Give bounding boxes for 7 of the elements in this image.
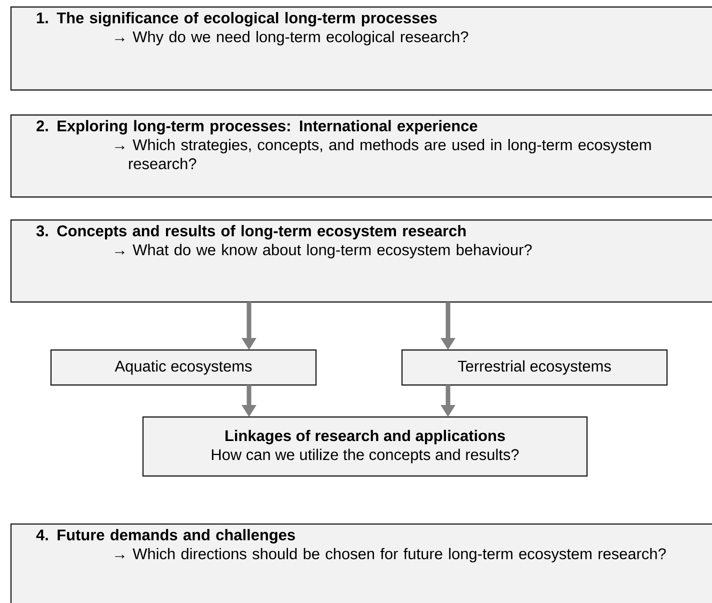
section-box: 4. Future demands and challenges → Which directions should be chosen for future long-term ecosystem research? <box>10 523 712 603</box>
result-box: Linkages of research and applications How can we utilize the concepts and results? <box>142 416 588 477</box>
section-box: 1. The significance of ecological long-term processes → Why do we need long-term ecological research? <box>10 6 712 91</box>
section-box: 3. Concepts and results of long-term ecosystem research → What do we know about long-term ecosystem behaviour? <box>10 219 712 303</box>
section-box: 2. Exploring long-term processes: International experience → Which strategies, concepts, and methods are used in long-term ecosystem research? <box>10 114 712 198</box>
category-box: Terrestrial ecosystems <box>401 349 668 386</box>
category-box: Aquatic ecosystems <box>50 349 317 386</box>
